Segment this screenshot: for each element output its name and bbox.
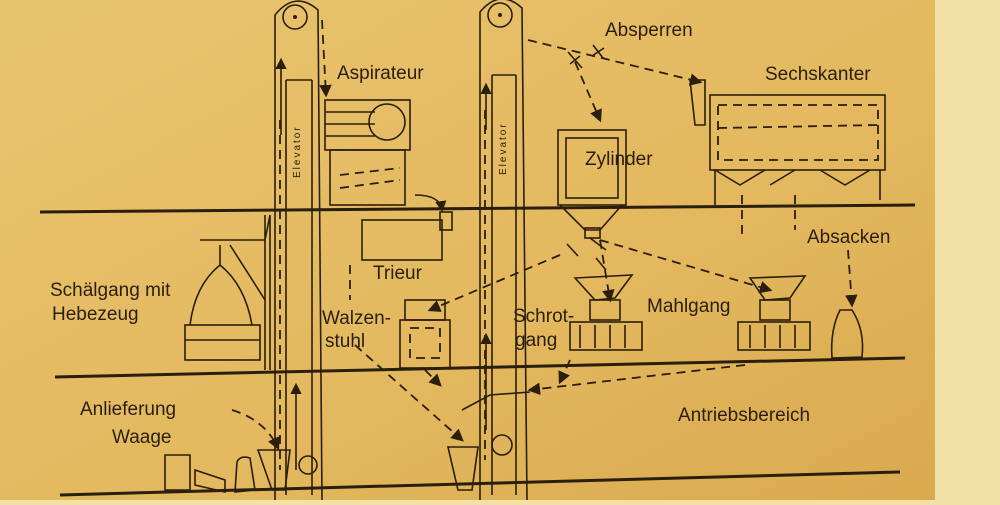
label-aspirateur: Aspirateur (337, 63, 424, 84)
label-zylinder: Zylinder (585, 149, 653, 170)
label-absperren: Absperren (605, 20, 693, 41)
label-waage: Waage (112, 427, 172, 448)
flour-sack-icon (830, 309, 864, 359)
wall (935, 0, 1000, 500)
label-trieur: Trieur (373, 263, 423, 284)
elevator-right: Elevator (479, 0, 528, 501)
label-walzenstuhl-line1: Walzen- (322, 308, 391, 329)
elevator-left-label: Elevator (292, 125, 303, 178)
aspirateur-machine (319, 19, 447, 213)
label-antriebsbereich: Antriebsbereich (678, 405, 810, 426)
paper-sheet (0, 0, 935, 500)
schrotgang-machine (461, 274, 746, 411)
label-walzenstuhl-line2: stuhl (325, 331, 365, 352)
label-schaelgang-line2: Hebezeug (52, 304, 139, 325)
mahlgang-machine (737, 275, 811, 351)
sechskanter-machine (689, 79, 886, 308)
walzenstuhl-machine (354, 254, 561, 442)
label-schrotgang-line2: gang (515, 330, 557, 351)
label-schaelgang-line1: Schälgang mit (50, 280, 171, 301)
label-mahlgang: Mahlgang (647, 296, 730, 317)
schaelgang-machine (184, 214, 271, 370)
delivery-scale-drawing (164, 409, 479, 494)
elevator-right-label: Elevator (498, 122, 509, 175)
label-sechskanter: Sechskanter (765, 64, 871, 85)
label-absacken: Absacken (807, 227, 890, 248)
shutoff-markers (566, 44, 607, 271)
elevator-left: Elevator (274, 0, 323, 501)
label-anlieferung: Anlieferung (80, 399, 176, 420)
label-schrotgang-line1: Schrot- (513, 306, 574, 327)
trieur-machine (349, 211, 453, 300)
